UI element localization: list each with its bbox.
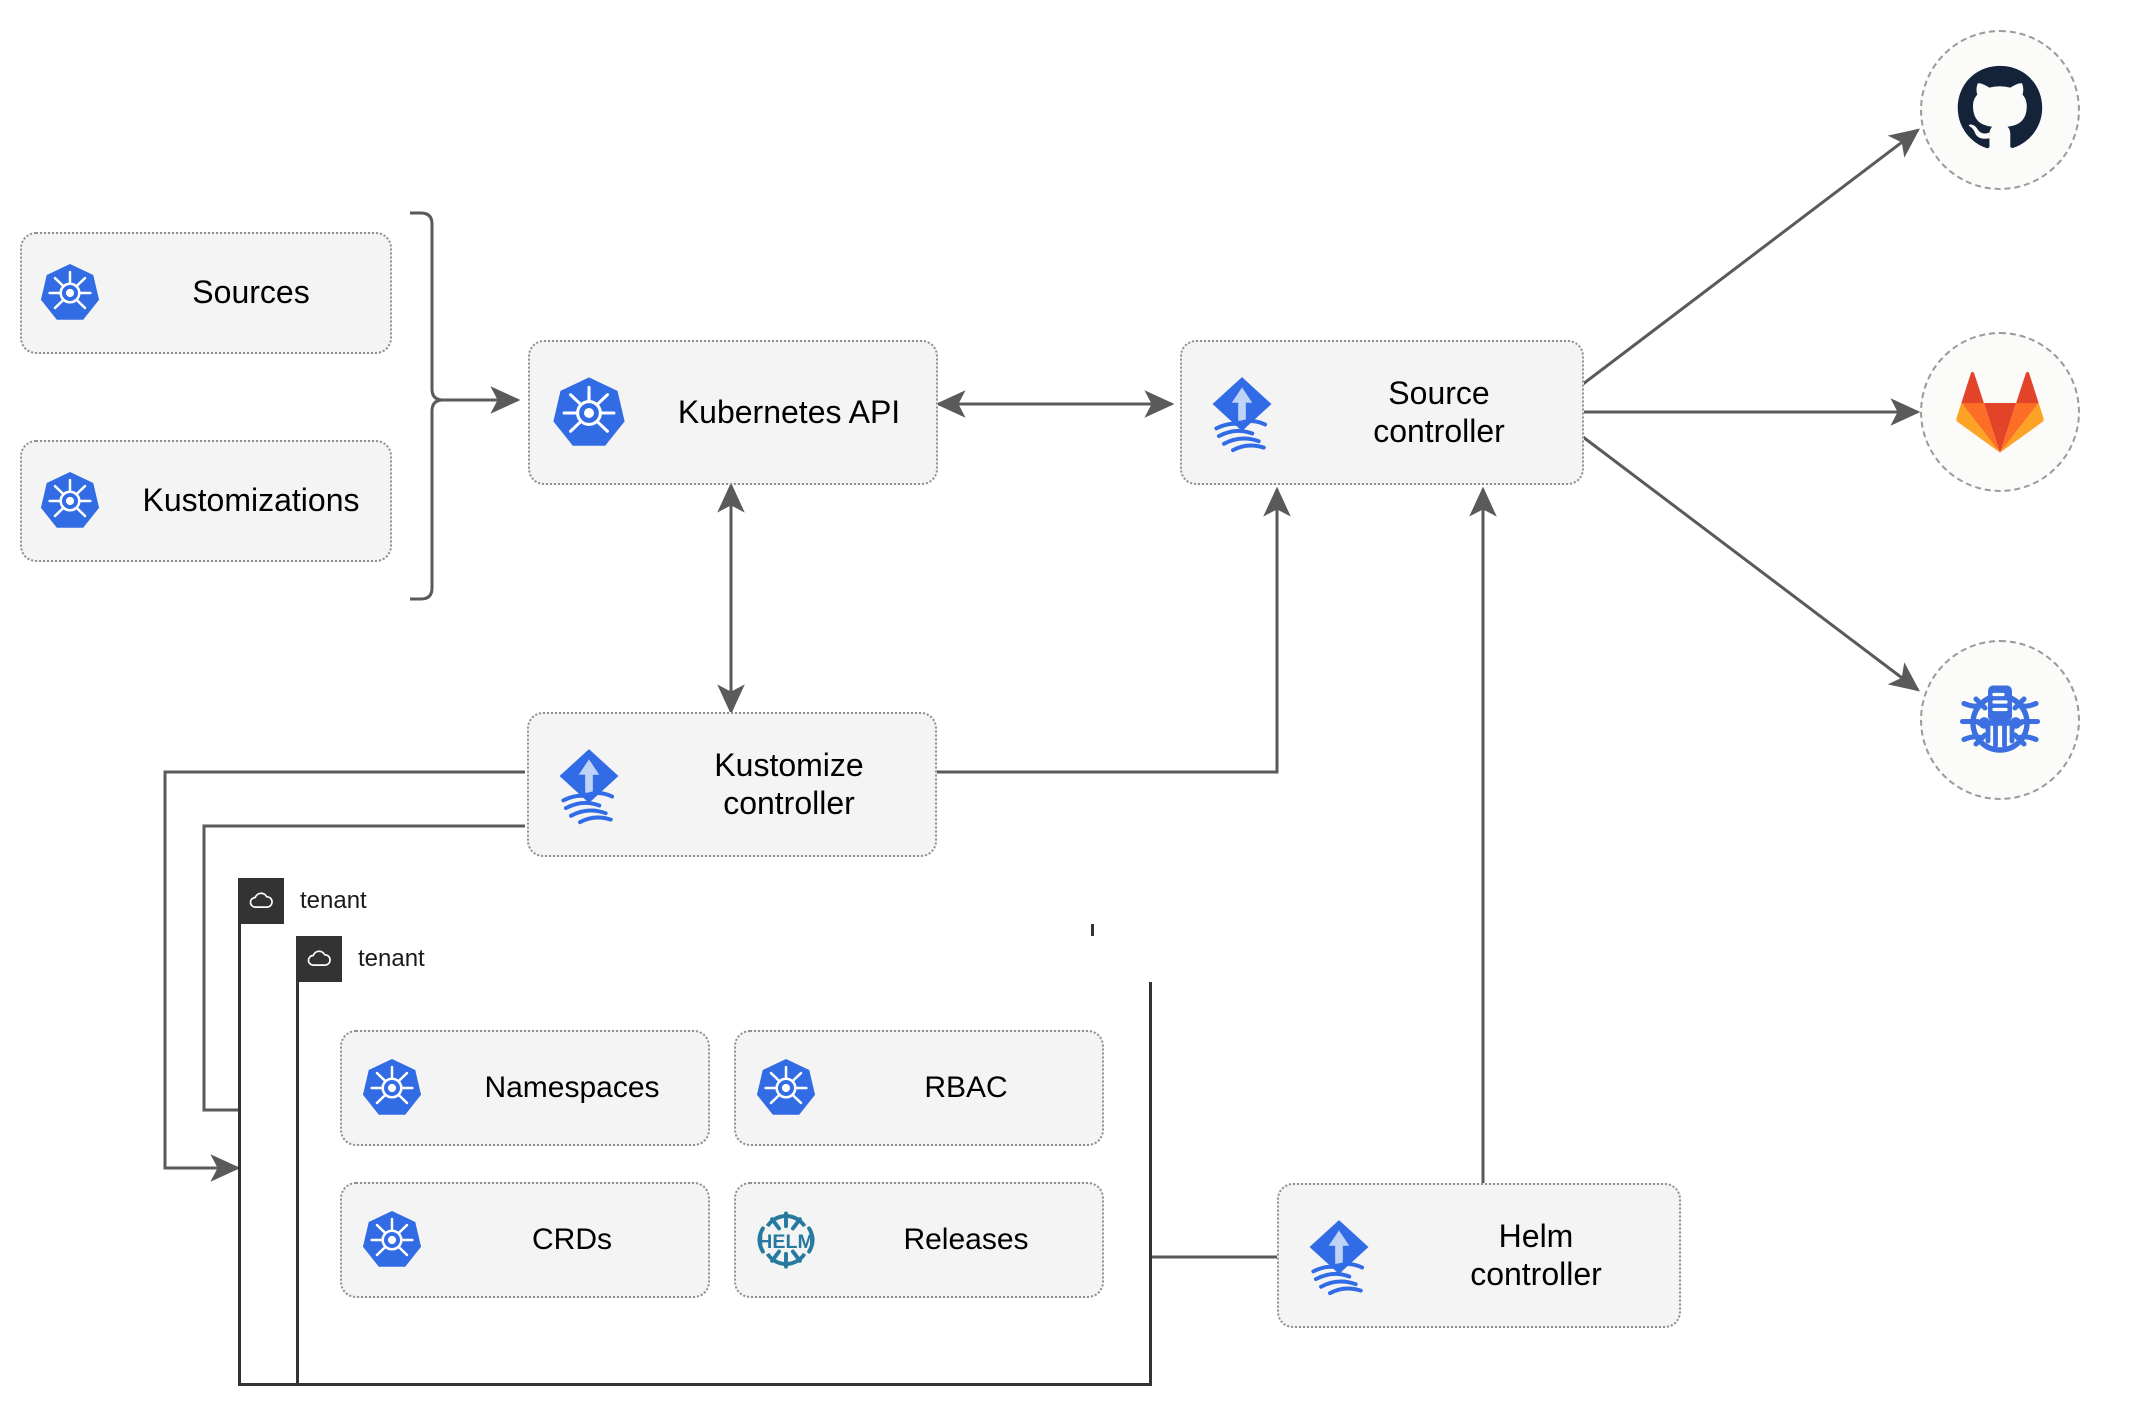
node-label: Helm controller — [1470, 1217, 1602, 1292]
node-label: Kustomizations — [142, 482, 360, 519]
node-kustomizations[interactable]: Kustomizations — [20, 440, 392, 562]
node-namespaces[interactable]: Namespaces — [340, 1030, 710, 1146]
gitlab-icon — [1956, 370, 2044, 454]
node-crds[interactable]: CRDs — [340, 1182, 710, 1298]
cloud-icon — [296, 936, 342, 982]
kubernetes-icon — [530, 375, 648, 451]
tenant-tab-front[interactable]: tenant — [296, 936, 1152, 982]
kubernetes-icon — [736, 1057, 836, 1119]
flux-icon — [1182, 372, 1302, 454]
github-icon — [1954, 64, 2046, 156]
kubernetes-icon — [342, 1209, 442, 1271]
node-helm-controller[interactable]: Helm controller — [1277, 1183, 1681, 1328]
kubernetes-icon — [22, 470, 118, 532]
provider-helm-repository[interactable] — [1920, 640, 2080, 800]
helm-icon: HELM — [736, 1203, 836, 1277]
svg-text:HELM: HELM — [758, 1231, 814, 1253]
cloud-icon — [238, 878, 284, 924]
node-label: Namespaces — [484, 1071, 660, 1105]
node-releases[interactable]: HELM Releases — [734, 1182, 1104, 1298]
flux-icon — [1279, 1215, 1399, 1297]
tenant-frame-front[interactable] — [296, 936, 1152, 1386]
tenant-tab-back[interactable]: tenant — [238, 878, 1094, 924]
node-label: RBAC — [924, 1071, 1008, 1105]
kubernetes-icon — [342, 1057, 442, 1119]
node-kubernetes-api[interactable]: Kubernetes API — [528, 340, 938, 485]
kubernetes-icon — [22, 262, 118, 324]
node-label: Source controller — [1373, 374, 1505, 449]
flux-icon — [529, 744, 649, 826]
node-label: Kubernetes API — [677, 393, 901, 430]
node-label: Kustomize controller — [714, 746, 864, 821]
node-label: Releases — [903, 1223, 1029, 1257]
helm-chart-icon — [1952, 672, 2048, 768]
node-source-controller[interactable]: Source controller — [1180, 340, 1584, 485]
tenant-label: tenant — [358, 945, 425, 972]
node-rbac[interactable]: RBAC — [734, 1030, 1104, 1146]
node-label: Sources — [192, 274, 310, 311]
node-kustomize-controller[interactable]: Kustomize controller — [527, 712, 937, 857]
provider-gitlab[interactable] — [1920, 332, 2080, 492]
node-sources[interactable]: Sources — [20, 232, 392, 354]
node-label: CRDs — [532, 1223, 612, 1257]
tenant-label: tenant — [300, 887, 367, 914]
provider-github[interactable] — [1920, 30, 2080, 190]
